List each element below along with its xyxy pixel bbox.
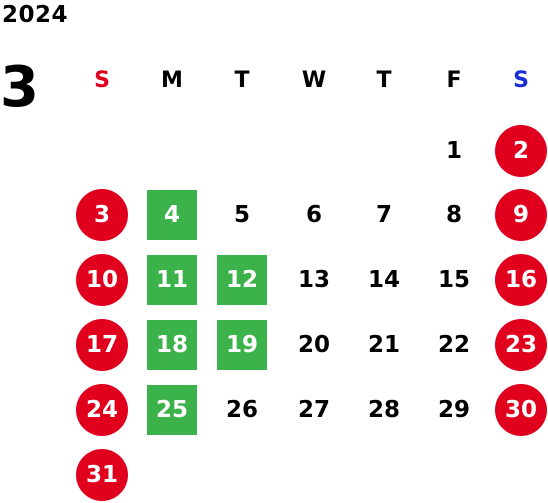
day-number: 17 xyxy=(85,332,118,358)
day-number: 22 xyxy=(437,332,470,358)
day-cell-21[interactable]: 21 xyxy=(358,320,410,370)
day-cell-10[interactable]: 10 xyxy=(76,254,128,306)
day-cell-15[interactable]: 15 xyxy=(428,255,480,305)
day-cell-31[interactable]: 31 xyxy=(76,449,128,501)
day-number: 2 xyxy=(512,138,529,164)
day-number: 27 xyxy=(297,397,330,423)
day-number: 8 xyxy=(445,202,462,228)
day-cell-4[interactable]: 4 xyxy=(146,190,198,240)
weekday-thu: T xyxy=(376,68,392,93)
day-cell-28[interactable]: 28 xyxy=(358,385,410,435)
day-cell-13[interactable]: 13 xyxy=(288,255,340,305)
day-cell-27[interactable]: 27 xyxy=(288,385,340,435)
day-number: 9 xyxy=(512,202,529,228)
day-cell-19[interactable]: 19 xyxy=(216,320,268,370)
day-number: 25 xyxy=(155,397,188,423)
day-cell-20[interactable]: 20 xyxy=(288,320,340,370)
day-number: 31 xyxy=(85,462,118,488)
day-cell-2[interactable]: 2 xyxy=(495,125,547,177)
day-cell-26[interactable]: 26 xyxy=(216,385,268,435)
day-number: 15 xyxy=(437,267,470,293)
weekday-mon: M xyxy=(161,68,183,93)
day-number: 20 xyxy=(297,332,330,358)
day-number: 10 xyxy=(85,267,118,293)
day-number: 14 xyxy=(367,267,400,293)
day-cell-14[interactable]: 14 xyxy=(358,255,410,305)
day-number: 4 xyxy=(163,202,180,228)
weekday-fri: F xyxy=(446,68,462,93)
day-cell-23[interactable]: 23 xyxy=(495,319,547,371)
day-cell-7[interactable]: 7 xyxy=(358,190,410,240)
day-cell-30[interactable]: 30 xyxy=(495,384,547,436)
day-number: 26 xyxy=(225,397,258,423)
day-number: 18 xyxy=(155,332,188,358)
day-number: 30 xyxy=(504,397,537,423)
day-cell-9[interactable]: 9 xyxy=(495,189,547,241)
day-cell-12[interactable]: 12 xyxy=(216,255,268,305)
day-cell-18[interactable]: 18 xyxy=(146,320,198,370)
day-number: 28 xyxy=(367,397,400,423)
day-cell-29[interactable]: 29 xyxy=(428,385,480,435)
day-number: 5 xyxy=(233,202,250,228)
day-cell-11[interactable]: 11 xyxy=(146,255,198,305)
day-cell-25[interactable]: 25 xyxy=(146,385,198,435)
day-cell-3[interactable]: 3 xyxy=(76,189,128,241)
day-cell-6[interactable]: 6 xyxy=(288,190,340,240)
day-cell-24[interactable]: 24 xyxy=(76,384,128,436)
day-cell-16[interactable]: 16 xyxy=(495,254,547,306)
day-number: 16 xyxy=(504,267,537,293)
day-number: 3 xyxy=(93,202,110,228)
day-number: 11 xyxy=(155,267,188,293)
weekday-wed: W xyxy=(301,68,327,93)
day-cell-22[interactable]: 22 xyxy=(428,320,480,370)
weekday-tue: T xyxy=(234,68,250,93)
day-cell-8[interactable]: 8 xyxy=(428,190,480,240)
day-number: 13 xyxy=(297,267,330,293)
day-cell-1[interactable]: 1 xyxy=(428,126,480,176)
day-number: 12 xyxy=(225,267,258,293)
day-number: 24 xyxy=(85,397,118,423)
day-number: 21 xyxy=(367,332,400,358)
day-cell-5[interactable]: 5 xyxy=(216,190,268,240)
weekday-sun: S xyxy=(94,68,110,93)
weekday-sat: S xyxy=(513,68,529,93)
day-number: 6 xyxy=(305,202,322,228)
day-number: 7 xyxy=(375,202,392,228)
calendar-year: 2024 xyxy=(2,2,69,28)
calendar-month: 3 xyxy=(0,55,39,120)
day-number: 23 xyxy=(504,332,537,358)
day-number: 1 xyxy=(445,138,462,164)
day-number: 19 xyxy=(225,332,258,358)
day-cell-17[interactable]: 17 xyxy=(76,319,128,371)
day-number: 29 xyxy=(437,397,470,423)
